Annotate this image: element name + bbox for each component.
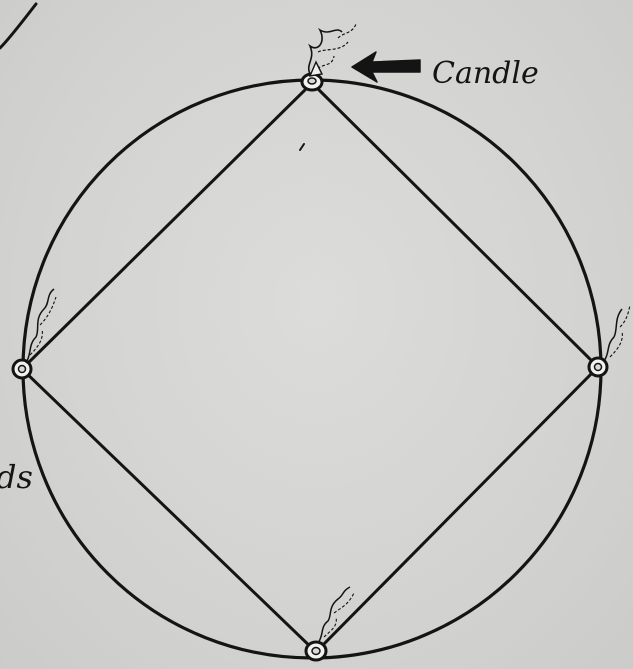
candle-icon [306, 587, 354, 660]
corner-stroke [0, 4, 36, 48]
candle-label: Candle [432, 56, 539, 91]
arrow-left-icon [352, 52, 420, 82]
candle-icon [13, 289, 56, 378]
pencil-mark [300, 144, 304, 150]
inscribed-square [22, 83, 598, 652]
edge-label-fragment: ds [0, 458, 33, 496]
outer-circle [23, 80, 601, 658]
